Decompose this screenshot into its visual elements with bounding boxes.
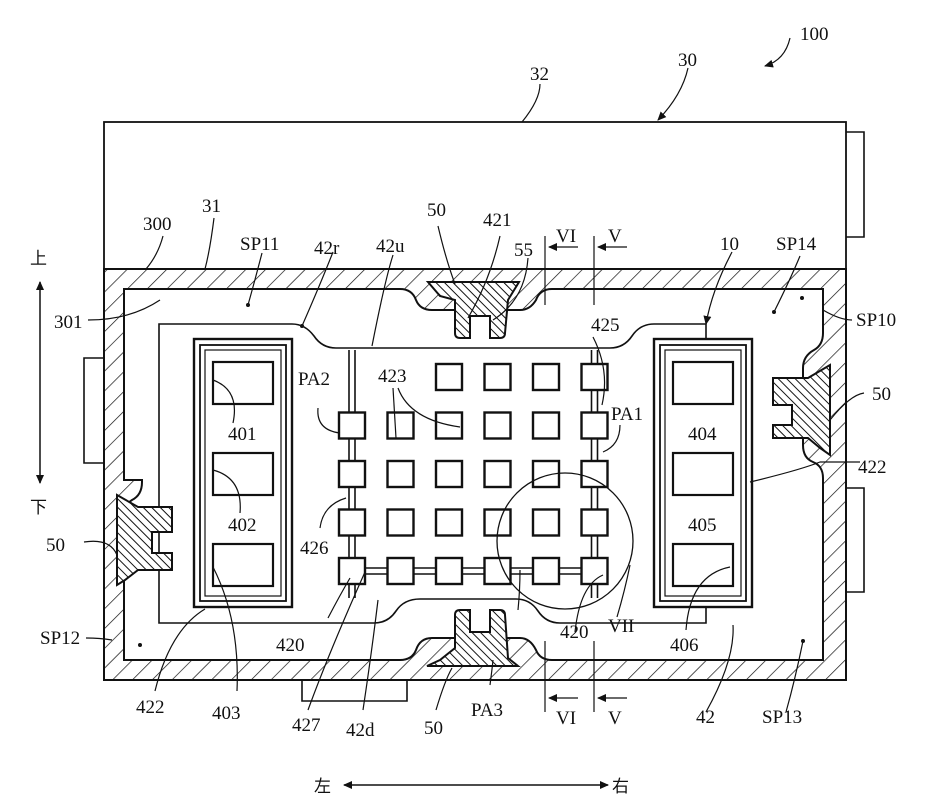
- pad-grid: [339, 350, 608, 598]
- label-right: 右: [612, 777, 629, 797]
- label-pa2: PA2: [298, 369, 330, 390]
- label-sp14: SP14: [776, 234, 817, 255]
- pad-423: [485, 413, 511, 439]
- detail-circle-vii: [497, 473, 633, 609]
- label-sp12: SP12: [40, 628, 80, 649]
- label-down: 下: [30, 498, 47, 518]
- pad-423: [582, 461, 608, 487]
- label-42u: 42u: [376, 236, 405, 257]
- pad-423: [485, 364, 511, 390]
- label-420-right: 420: [560, 622, 589, 643]
- label-v-top: V: [608, 226, 622, 247]
- label-30: 30: [678, 50, 697, 71]
- label-50-right: 50: [872, 384, 891, 405]
- label-sp13: SP13: [762, 707, 802, 728]
- pad-423: [388, 510, 414, 536]
- lid-tab: [846, 132, 864, 237]
- label-55: 55: [514, 240, 533, 261]
- component-401: [213, 362, 273, 404]
- label-423: 423: [378, 366, 407, 387]
- label-vii: VII: [608, 616, 634, 637]
- label-50-top: 50: [427, 200, 446, 221]
- label-404: 404: [688, 424, 717, 445]
- label-42r: 42r: [314, 238, 340, 259]
- pad-423: [533, 364, 559, 390]
- left-tab: [84, 358, 104, 463]
- label-left: 左: [314, 777, 331, 797]
- label-406: 406: [670, 635, 699, 656]
- pad-423: [436, 558, 462, 584]
- label-426: 426: [300, 538, 329, 559]
- pad-423: [436, 461, 462, 487]
- clip-right: [773, 365, 830, 455]
- pad-423: [533, 510, 559, 536]
- label-sp11: SP11: [240, 234, 279, 255]
- label-300: 300: [143, 214, 172, 235]
- label-vi-bottom: VI: [556, 708, 576, 729]
- label-10: 10: [720, 234, 739, 255]
- label-pa1: PA1: [611, 404, 643, 425]
- component-403: [213, 544, 273, 586]
- pad-423: [436, 364, 462, 390]
- label-405: 405: [688, 515, 717, 536]
- pad-423: [339, 461, 365, 487]
- pad-423: [582, 413, 608, 439]
- label-401: 401: [228, 424, 257, 445]
- component-405: [673, 453, 733, 495]
- component-404: [673, 362, 733, 404]
- label-422-right: 422: [858, 457, 887, 478]
- pad-423: [533, 413, 559, 439]
- label-301: 301: [54, 312, 83, 333]
- label-up: 上: [30, 249, 47, 269]
- label-422-left: 422: [136, 697, 165, 718]
- pad-423: [436, 510, 462, 536]
- label-420-left: 420: [276, 635, 305, 656]
- label-42d: 42d: [346, 720, 375, 741]
- pad-423: [485, 558, 511, 584]
- label-v-bottom: V: [608, 708, 622, 729]
- label-421: 421: [483, 210, 512, 231]
- clip-left: [117, 495, 172, 585]
- label-pa3: PA3: [471, 700, 503, 721]
- label-403: 403: [212, 703, 241, 724]
- pad-423: [388, 461, 414, 487]
- label-32: 32: [530, 64, 549, 85]
- label-vi-top: VI: [556, 226, 576, 247]
- label-100: 100: [800, 24, 829, 45]
- label-425: 425: [591, 315, 620, 336]
- label-31: 31: [202, 196, 221, 217]
- pad-423: [388, 558, 414, 584]
- label-50-left: 50: [46, 535, 65, 556]
- pad-423: [339, 510, 365, 536]
- pad-423: [485, 461, 511, 487]
- pad-423: [388, 413, 414, 439]
- label-402: 402: [228, 515, 257, 536]
- component-406: [673, 544, 733, 586]
- label-50-bottom: 50: [424, 718, 443, 739]
- pad-423: [582, 510, 608, 536]
- label-42: 42: [696, 707, 715, 728]
- pad-423: [339, 413, 365, 439]
- right-tab: [846, 488, 864, 592]
- pad-423: [533, 558, 559, 584]
- label-427: 427: [292, 715, 321, 736]
- label-sp10: SP10: [856, 310, 896, 331]
